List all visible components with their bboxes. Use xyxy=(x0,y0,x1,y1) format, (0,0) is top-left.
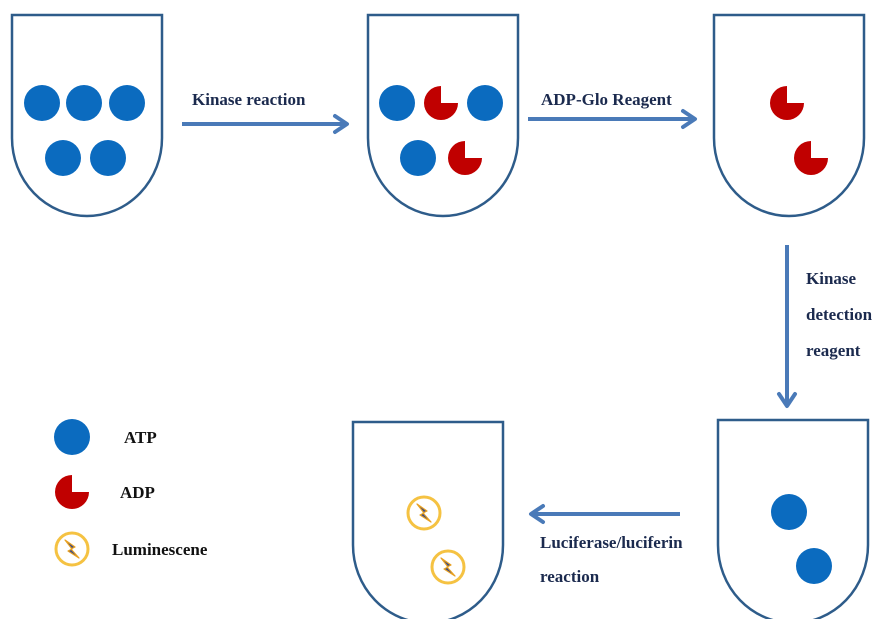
luminescence-icon xyxy=(406,495,442,531)
atp-molecule xyxy=(45,140,81,176)
luciferase-label-line-1: Luciferase/luciferin xyxy=(540,533,683,552)
atp-molecule xyxy=(400,140,436,176)
arrow-luciferase: Luciferase/luciferin reaction xyxy=(529,504,683,586)
atp-molecule xyxy=(66,85,102,121)
atp-molecule xyxy=(379,85,415,121)
luminescence-icon xyxy=(430,549,466,585)
tube-5 xyxy=(351,420,505,619)
arrow-kinase-reaction: Kinase reaction xyxy=(182,90,349,134)
luciferase-label-line-2: reaction xyxy=(540,567,600,586)
legend: ATP ADP Luminescene xyxy=(54,419,208,567)
kinase-reaction-label: Kinase reaction xyxy=(192,90,306,109)
tube-4 xyxy=(716,418,870,619)
atp-molecule xyxy=(24,85,60,121)
atp-molecule xyxy=(109,85,145,121)
tube-3 xyxy=(712,13,866,218)
atp-molecule xyxy=(796,548,832,584)
arrow-adp-glo: ADP-Glo Reagent xyxy=(528,90,697,129)
kinase-detection-label-line-1: Kinase xyxy=(806,269,857,288)
atp-legend-icon xyxy=(54,419,90,455)
kinase-detection-label-line-2: detection xyxy=(806,305,873,324)
atp-legend-label: ATP xyxy=(124,428,157,447)
luminescence-legend-icon xyxy=(54,531,90,567)
luminescence-legend-label: Luminescene xyxy=(112,540,208,559)
tube-1 xyxy=(10,13,164,218)
kinase-detection-label-line-3: reagent xyxy=(806,341,861,360)
atp-molecule xyxy=(90,140,126,176)
adp-legend-label: ADP xyxy=(120,483,155,502)
adp-legend-icon xyxy=(55,475,89,509)
adp-glo-reagent-label: ADP-Glo Reagent xyxy=(541,90,672,109)
tube-2 xyxy=(366,13,520,218)
atp-molecule xyxy=(771,494,807,530)
atp-molecule xyxy=(467,85,503,121)
arrow-kinase-detection: Kinase detection reagent xyxy=(777,245,873,408)
